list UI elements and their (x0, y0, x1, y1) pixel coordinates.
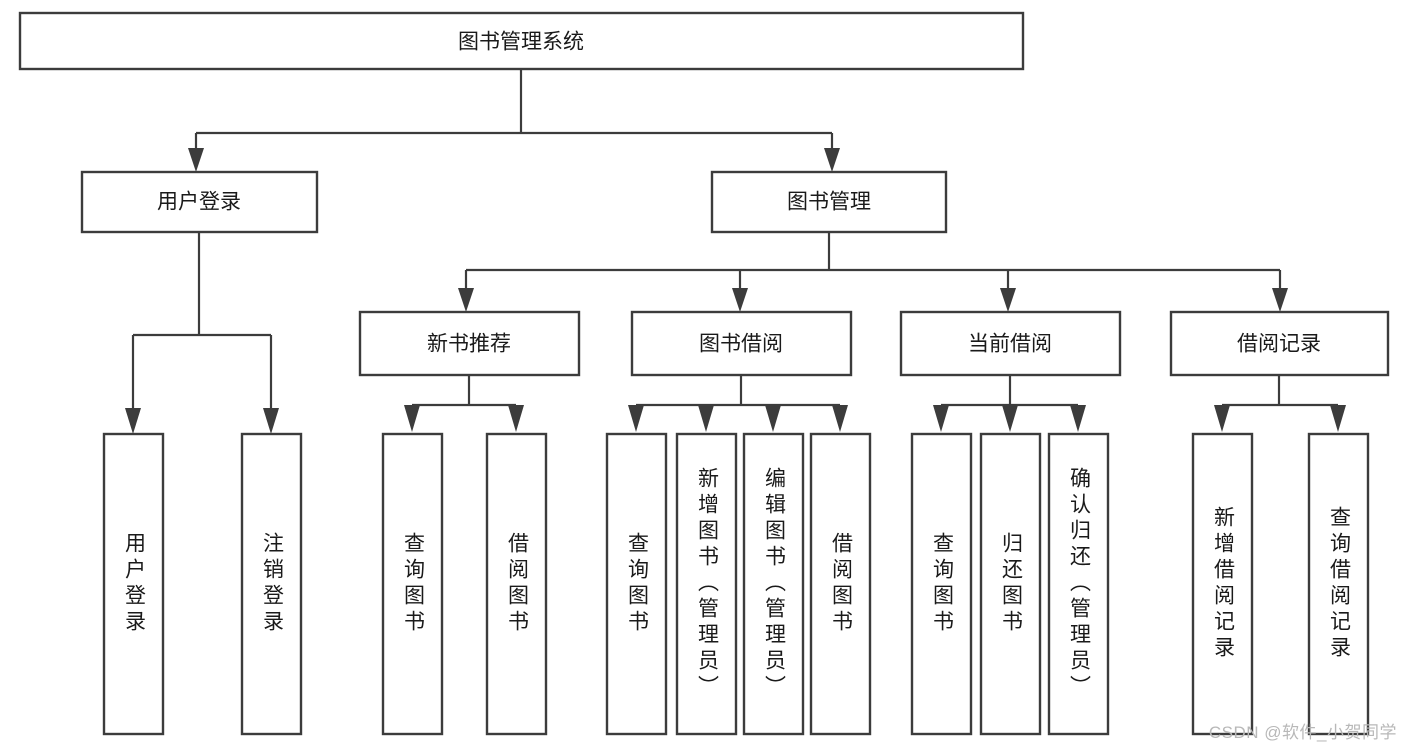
arrowhead-book-borrow (732, 288, 748, 312)
arrowhead-leaf-user-login (125, 408, 141, 434)
node-leaf-return-book[interactable]: 归还图书 (979, 432, 1042, 736)
node-leaf-borrow-book-2[interactable]: 借阅图书 (809, 432, 872, 736)
node-leaf-confirm-return[interactable]: 确认归还（管理员） (1047, 432, 1110, 736)
node-new-book-rec[interactable]: 新书推荐 (358, 310, 581, 377)
node-leaf-query-book-1[interactable]: 查询图书 (381, 432, 444, 736)
node-leaf-query-book-2-label: 查询图书 (626, 532, 650, 636)
node-leaf-edit-book-label: 编辑图书（管理员） (763, 467, 787, 701)
node-leaf-edit-book-box[interactable] (742, 432, 805, 736)
node-leaf-query-book-3-label: 查询图书 (931, 532, 955, 636)
node-leaf-user-login[interactable]: 用户登录 (102, 432, 165, 736)
node-leaf-edit-book[interactable]: 编辑图书（管理员） (742, 432, 805, 736)
node-leaf-query-record-box[interactable] (1307, 432, 1370, 736)
node-leaf-query-book-1-label: 查询图书 (402, 532, 426, 636)
arrowhead-leaf-logout (263, 408, 279, 434)
arrowhead-leaf-add-record (1214, 405, 1230, 432)
node-current-borrow-box[interactable] (899, 310, 1122, 377)
node-root-label: 图书管理系统 (458, 31, 584, 54)
arrowhead-leaf-add-book (698, 405, 714, 432)
node-leaf-add-book-box[interactable] (675, 432, 738, 736)
node-leaf-query-book-2[interactable]: 查询图书 (605, 432, 668, 736)
arrowhead-leaf-confirm-return (1070, 405, 1086, 432)
arrowhead-leaf-query-book-2 (628, 405, 644, 432)
node-leaf-confirm-return-label: 确认归还（管理员） (1068, 467, 1092, 701)
arrowhead-leaf-query-book-1 (404, 405, 420, 432)
node-book-manage-box[interactable] (710, 170, 948, 234)
node-borrow-record-box[interactable] (1169, 310, 1390, 377)
node-new-book-rec-box[interactable] (358, 310, 581, 377)
node-borrow-record-label: 借阅记录 (1237, 333, 1321, 356)
node-new-book-rec-label: 新书推荐 (427, 333, 511, 356)
arrowhead-new-book-rec (458, 288, 474, 312)
node-leaf-query-book-3[interactable]: 查询图书 (910, 432, 973, 736)
node-leaf-confirm-return-box[interactable] (1047, 432, 1110, 736)
node-leaf-logout[interactable]: 注销登录 (240, 432, 303, 736)
node-leaf-return-book-label: 归还图书 (1000, 532, 1024, 636)
node-leaf-add-book-label: 新增图书（管理员） (696, 467, 720, 701)
node-leaf-logout-label: 注销登录 (261, 532, 285, 636)
node-user-login-label: 用户登录 (157, 191, 241, 214)
node-leaf-query-record[interactable]: 查询借阅记录 (1307, 432, 1370, 736)
node-user-login-box[interactable] (80, 170, 319, 234)
node-leaf-add-book[interactable]: 新增图书（管理员） (675, 432, 738, 736)
node-leaf-add-record-label: 新增借阅记录 (1212, 506, 1236, 662)
connectors-group (125, 69, 1346, 434)
arrowhead-leaf-edit-book (765, 405, 781, 432)
node-leaf-add-record[interactable]: 新增借阅记录 (1191, 432, 1254, 736)
arrowhead-leaf-borrow-book-2 (832, 405, 848, 432)
node-leaf-borrow-book-1-label: 借阅图书 (506, 532, 530, 636)
arrowhead-current-borrow (1000, 288, 1016, 312)
node-leaf-query-book-2-box[interactable] (605, 432, 668, 736)
node-current-borrow[interactable]: 当前借阅 (899, 310, 1122, 377)
arrowhead-leaf-query-record (1330, 405, 1346, 432)
node-user-login[interactable]: 用户登录 (80, 170, 319, 234)
node-leaf-add-record-box[interactable] (1191, 432, 1254, 736)
node-leaf-borrow-book-1[interactable]: 借阅图书 (485, 432, 548, 736)
node-leaf-borrow-book-1-box[interactable] (485, 432, 548, 736)
node-root-box[interactable] (18, 11, 1025, 71)
arrowhead-borrow-record (1272, 288, 1288, 312)
node-leaf-query-book-1-box[interactable] (381, 432, 444, 736)
node-leaf-user-login-box[interactable] (102, 432, 165, 736)
node-book-borrow-label: 图书借阅 (699, 333, 783, 356)
node-leaf-user-login-label: 用户登录 (123, 532, 147, 636)
node-borrow-record[interactable]: 借阅记录 (1169, 310, 1390, 377)
node-book-manage[interactable]: 图书管理 (710, 170, 948, 234)
node-current-borrow-label: 当前借阅 (968, 333, 1052, 356)
node-leaf-logout-box[interactable] (240, 432, 303, 736)
node-book-manage-label: 图书管理 (787, 191, 871, 214)
node-leaf-return-book-box[interactable] (979, 432, 1042, 736)
node-book-borrow[interactable]: 图书借阅 (630, 310, 853, 377)
node-leaf-query-book-3-box[interactable] (910, 432, 973, 736)
arrowhead-user-login (188, 148, 204, 172)
arrowhead-leaf-return-book (1002, 405, 1018, 432)
node-book-borrow-box[interactable] (630, 310, 853, 377)
arrowhead-leaf-query-book-3 (933, 405, 949, 432)
node-leaf-borrow-book-2-box[interactable] (809, 432, 872, 736)
node-root[interactable]: 图书管理系统 (18, 11, 1025, 71)
node-leaf-borrow-book-2-label: 借阅图书 (830, 532, 854, 636)
arrowhead-book-manage (824, 148, 840, 172)
arrowhead-leaf-borrow-book-1 (508, 405, 524, 432)
node-leaf-query-record-label: 查询借阅记录 (1328, 506, 1352, 662)
